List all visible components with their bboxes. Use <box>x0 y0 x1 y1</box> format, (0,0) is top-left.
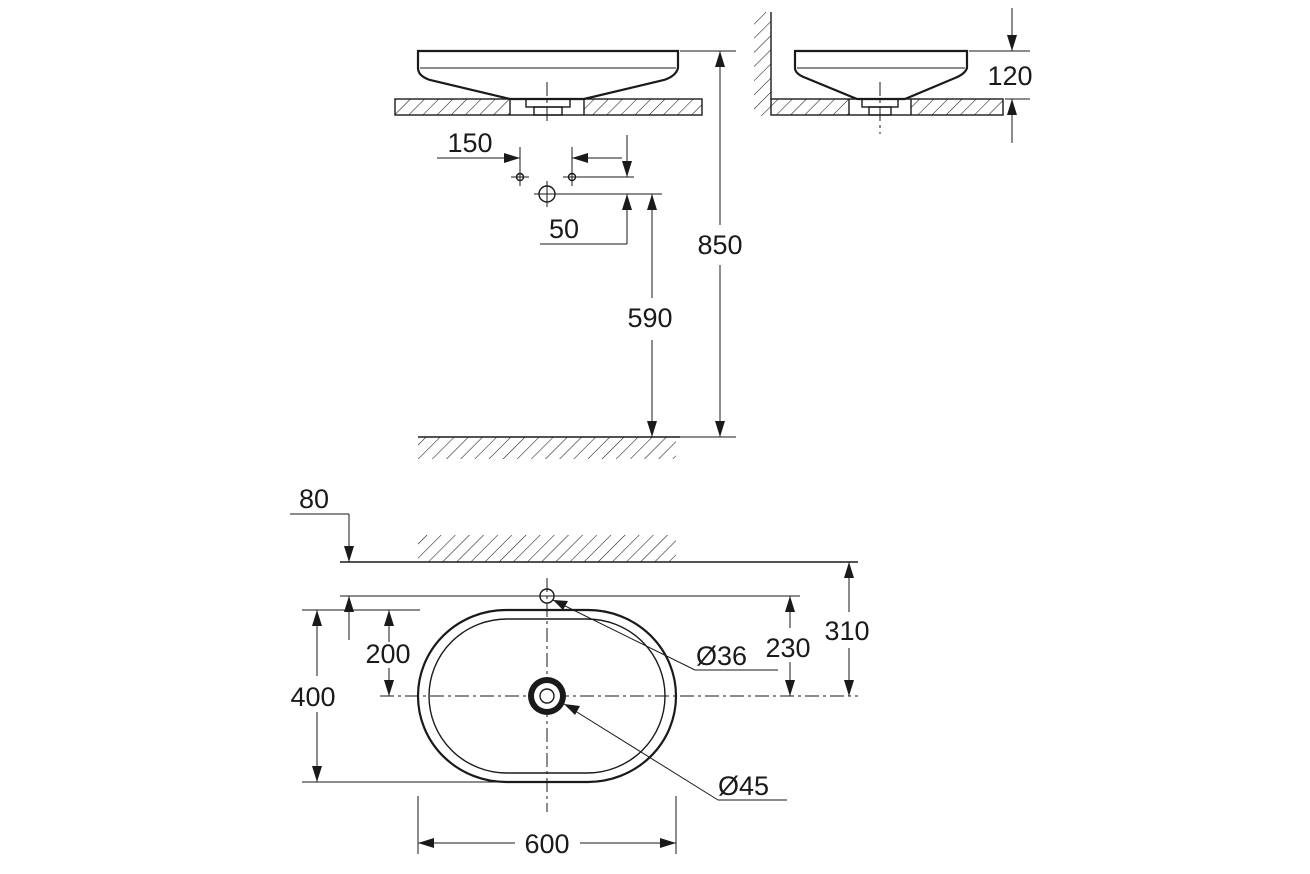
side-elevation: 120 <box>754 8 1033 143</box>
side-wall <box>754 12 772 116</box>
dim-310: 310 <box>824 616 869 646</box>
tap-hole <box>539 588 555 604</box>
side-countertop <box>770 98 1004 116</box>
plan-wall <box>340 535 858 563</box>
plan-view: Ø36 Ø45 80 200 400 230 <box>290 484 870 859</box>
supply-connection-left <box>511 168 529 186</box>
dim-120: 120 <box>987 61 1032 91</box>
dim-600: 600 <box>524 829 569 859</box>
dim-50: 50 <box>549 214 579 244</box>
front-countertop <box>394 98 703 116</box>
dim-200: 200 <box>365 639 410 669</box>
dim-80: 80 <box>299 484 329 514</box>
dim-d45: Ø45 <box>718 771 769 801</box>
drain-connection <box>534 181 560 207</box>
floor-line <box>418 436 680 459</box>
dim-850: 850 <box>697 230 742 260</box>
front-elevation: 850 590 150 <box>394 49 743 459</box>
dim-230: 230 <box>765 633 810 663</box>
plan-drain <box>528 677 566 715</box>
front-basin-outline <box>416 49 680 101</box>
dim-590: 590 <box>627 303 672 333</box>
front-drain <box>525 98 571 108</box>
dim-400: 400 <box>290 682 335 712</box>
dim-d36: Ø36 <box>696 641 747 671</box>
supply-connection-right <box>563 168 581 186</box>
dim-150: 150 <box>447 128 492 158</box>
side-basin-outline <box>793 49 969 101</box>
